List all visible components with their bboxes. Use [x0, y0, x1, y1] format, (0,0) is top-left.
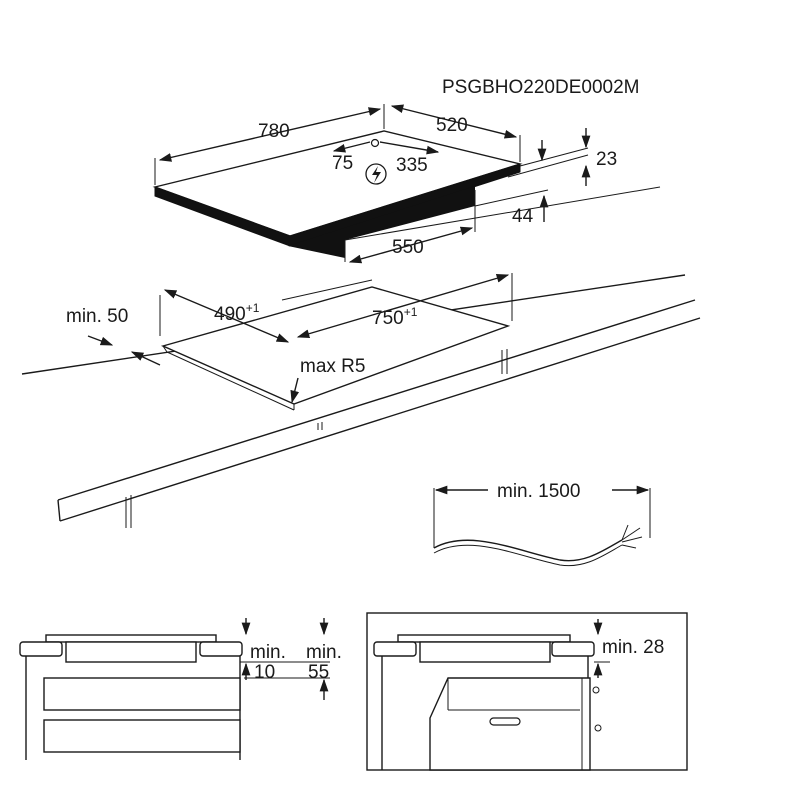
dim-corner-radius: max R5 [300, 356, 365, 377]
dim-550-line [348, 226, 474, 264]
gap-b-value: 55 [308, 662, 329, 683]
dim-750-line [296, 273, 510, 339]
gap-a-label: min. [250, 642, 286, 663]
dim-cutout-depth: 490+1 [214, 301, 260, 325]
dim-hob-thickness: 23 [596, 149, 617, 170]
dim-520-line [390, 104, 518, 139]
dim-hob-width: 780 [258, 121, 290, 142]
dim-cutout-width: 750+1 [372, 305, 418, 329]
gap-top-label: min. 28 [602, 637, 664, 658]
dim-335-line [379, 141, 440, 155]
dim-conn-right: 335 [396, 155, 428, 176]
electrical-connection-icon [365, 163, 387, 185]
install-view-oven [373, 634, 602, 771]
dim-490-line [163, 289, 290, 343]
cable-illustration [433, 524, 643, 567]
dim-under-width: 550 [392, 237, 424, 258]
dim-hob-depth: 520 [436, 115, 468, 136]
dim-cable-length: min. 1500 [497, 481, 580, 502]
install-view-drawers [19, 634, 243, 760]
dim-min-gap: min. 50 [66, 306, 128, 327]
drawing-code: PSGBHO220DE0002M [442, 77, 640, 98]
gap-b-label: min. [306, 642, 342, 663]
gap-a-value: 10 [254, 662, 275, 683]
dim-conn-left: 75 [332, 153, 353, 174]
dim-780-line [158, 107, 382, 162]
dim-75-line [332, 141, 371, 153]
dim-under-height: 44 [512, 206, 534, 227]
